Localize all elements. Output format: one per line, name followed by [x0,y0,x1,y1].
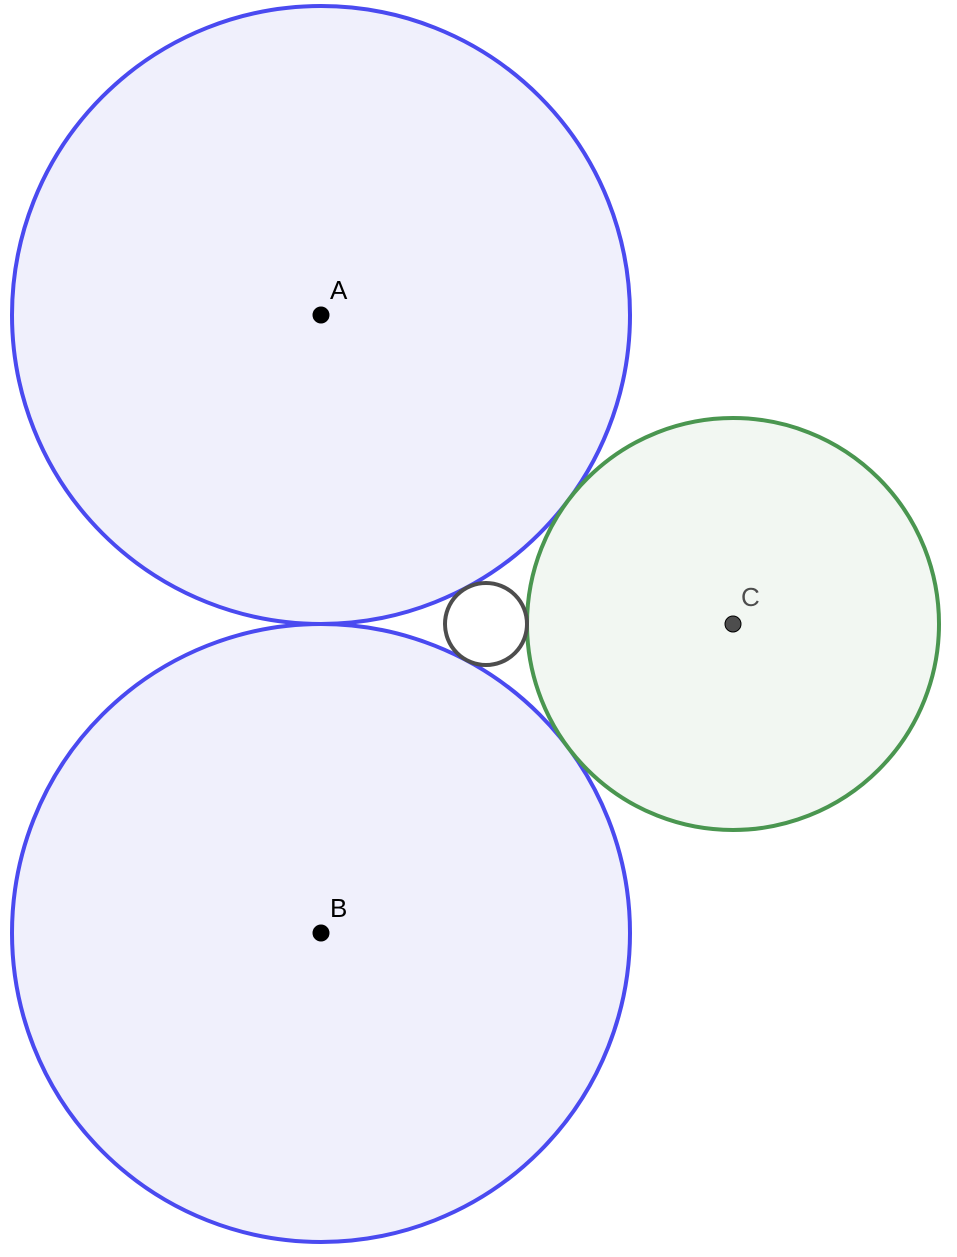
point-b[interactable] [312,924,330,942]
point-a-label: A [330,275,348,305]
point-c-label: C [741,582,760,612]
point-c[interactable] [724,615,742,633]
point-a[interactable] [312,306,330,324]
point-b-label: B [330,893,347,923]
inner-tangent-circle [443,581,529,667]
